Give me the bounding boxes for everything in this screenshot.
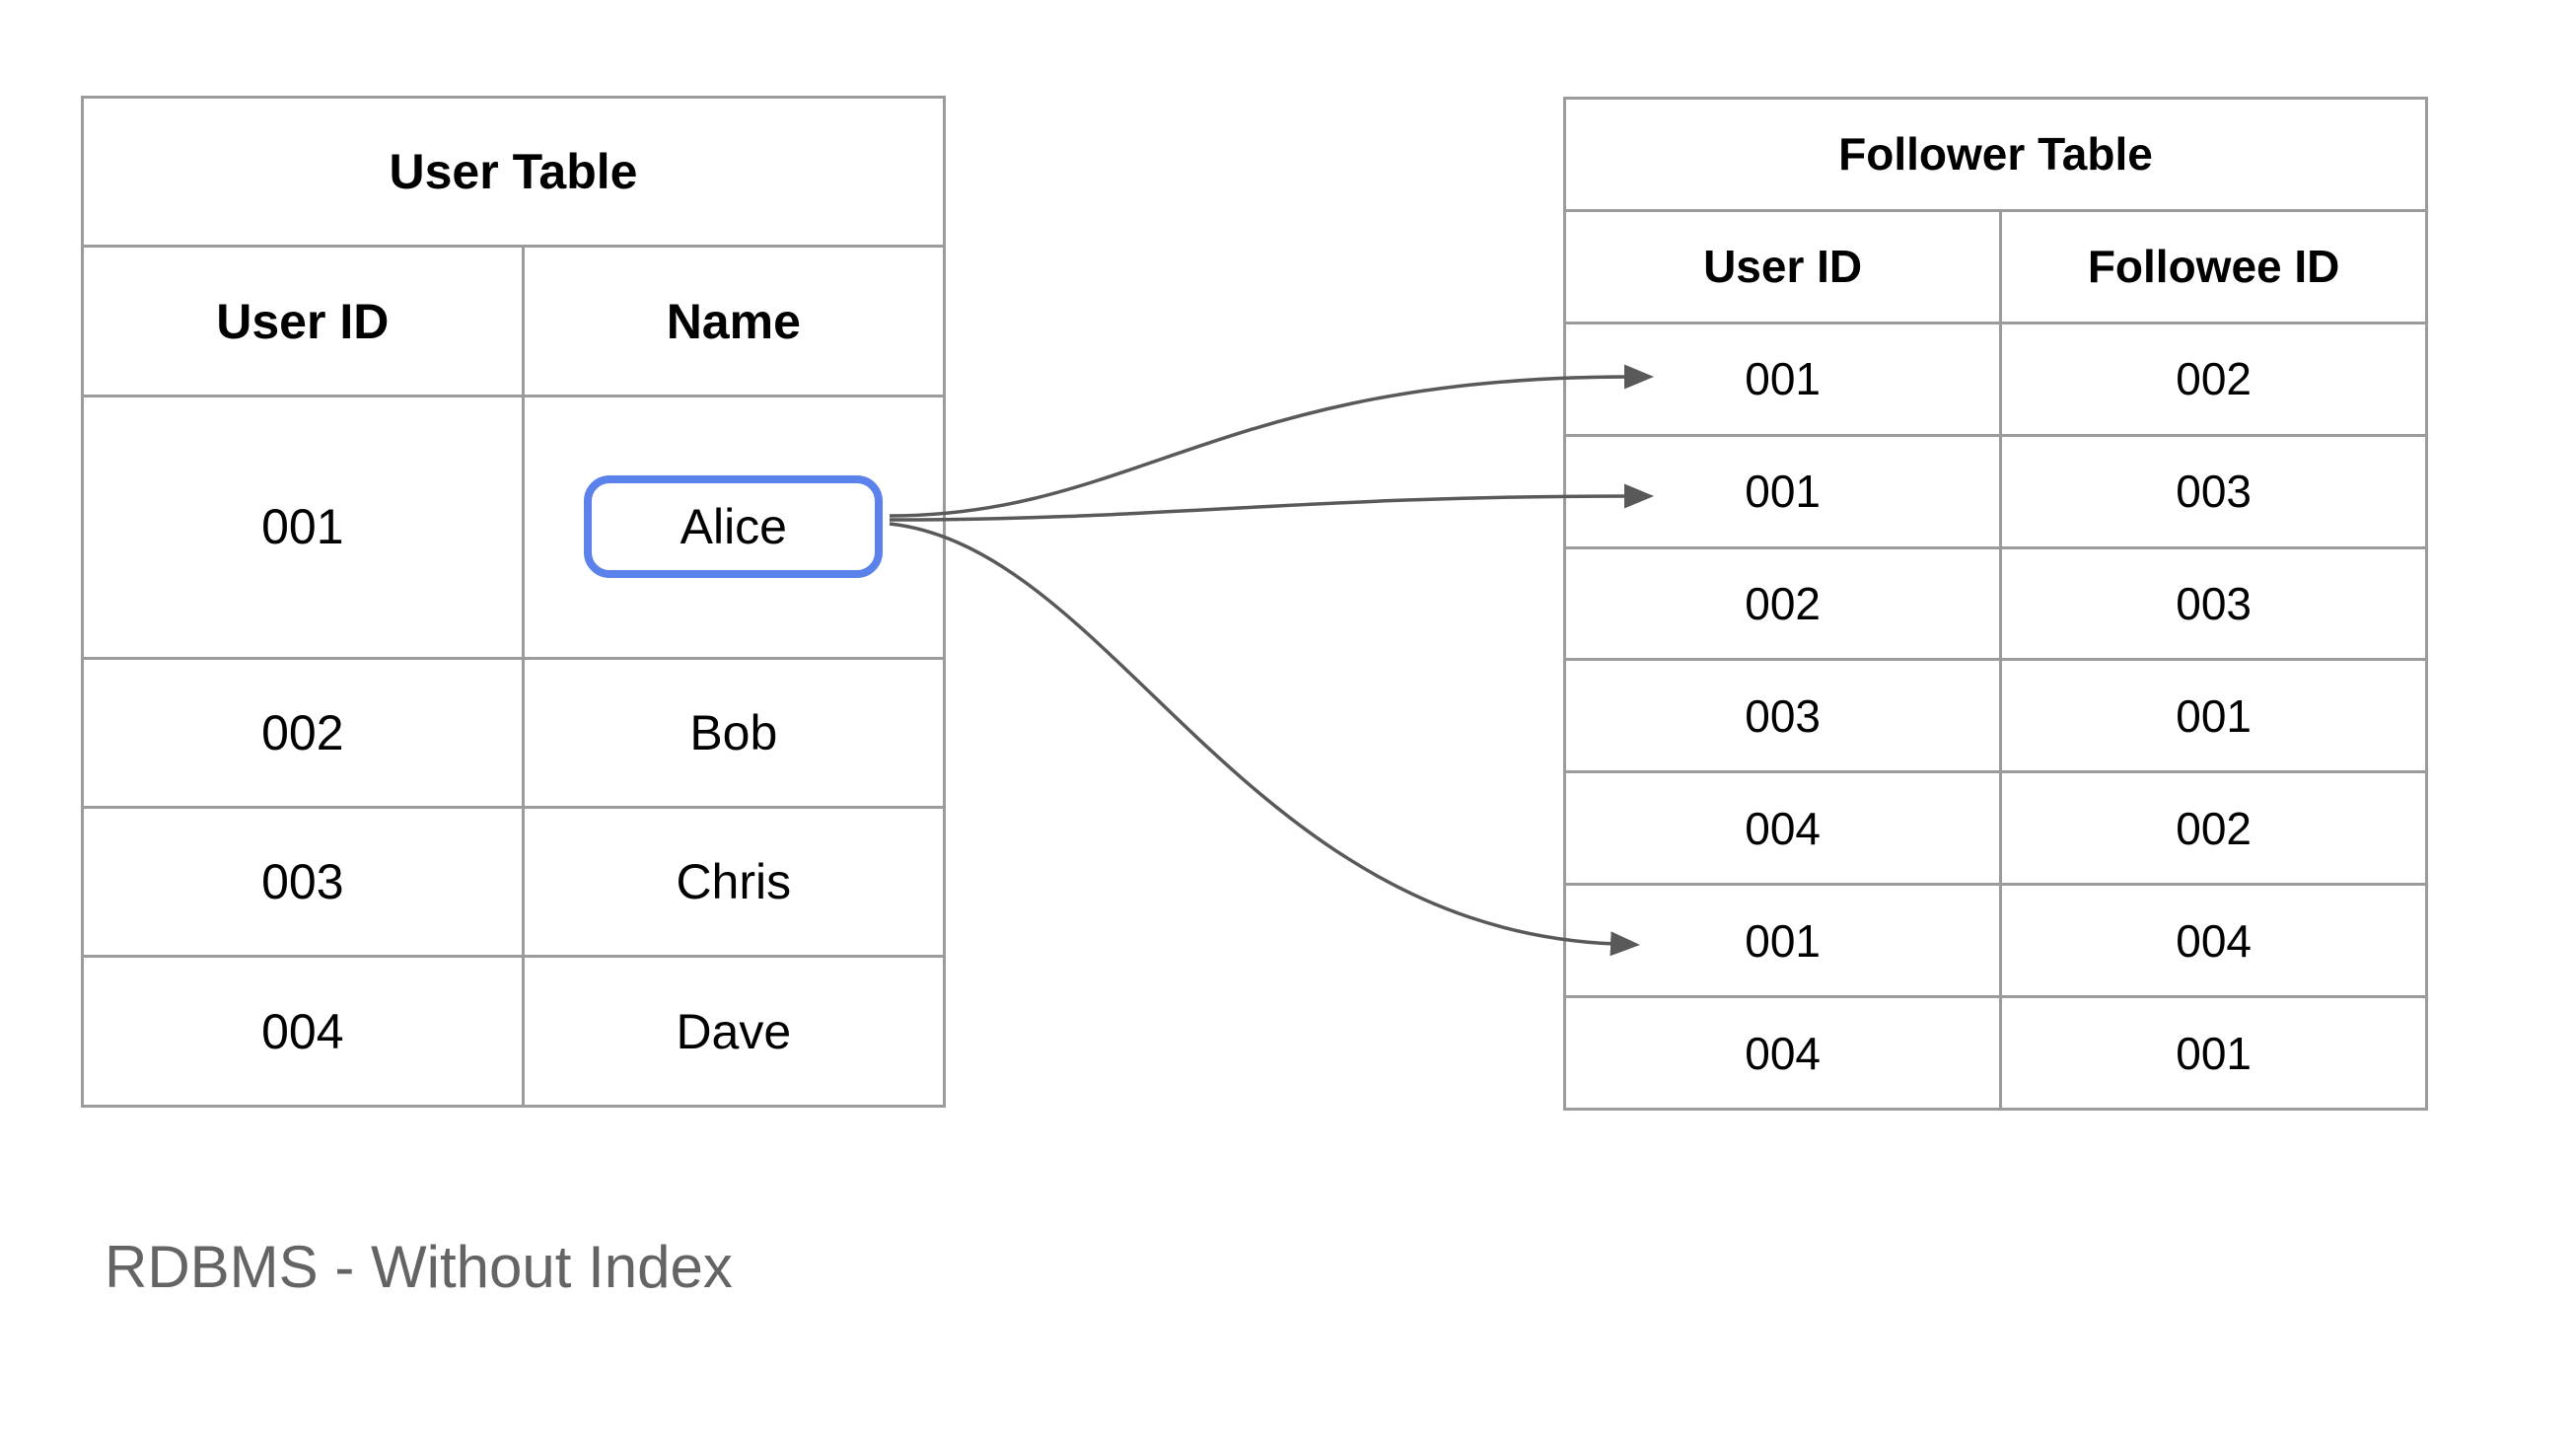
table-cell: 003 [1999, 433, 2428, 549]
table-title: Follower Table [1563, 97, 2428, 212]
table-cell: 001 [1999, 995, 2428, 1111]
table-cell: 002 [81, 656, 525, 810]
diagram-caption: RDBMS - Without Index [105, 1234, 733, 1300]
table-cell: 003 [1562, 658, 2003, 774]
table-cell: 002 [1999, 321, 2428, 437]
table-cell: 004 [1562, 995, 2003, 1111]
relation-arrow-3 [889, 522, 1640, 957]
table-cell: Bob [521, 656, 947, 810]
table-cell: 004 [81, 955, 525, 1108]
table-cell: 001 [1999, 658, 2428, 774]
relation-arrow-1 [889, 364, 1654, 518]
table-cell: 001 [1562, 883, 2003, 998]
table-cell: Alice [521, 394, 947, 660]
table-cell: 003 [1999, 545, 2428, 662]
table-cell: 003 [81, 806, 525, 959]
table-cell: Chris [521, 806, 947, 959]
table-cell: Dave [521, 955, 947, 1108]
table-cell: 002 [1999, 770, 2428, 887]
table-cell: 001 [1562, 321, 2003, 437]
table-cell: 004 [1562, 770, 2003, 887]
table-row: 001 Alice [81, 394, 947, 660]
column-header: Followee ID [1999, 208, 2428, 324]
table-cell: 002 [1562, 545, 2003, 662]
column-header: Name [521, 245, 947, 397]
highlighted-cell-box: Alice [584, 475, 884, 579]
column-header: User ID [81, 245, 525, 397]
table-cell: 001 [81, 394, 525, 660]
relation-arrow-2 [889, 483, 1654, 522]
column-header: User ID [1562, 208, 2003, 324]
table-cell: 001 [1562, 433, 2003, 549]
table-title: User Table [81, 95, 946, 249]
table-cell: 004 [1999, 883, 2428, 998]
